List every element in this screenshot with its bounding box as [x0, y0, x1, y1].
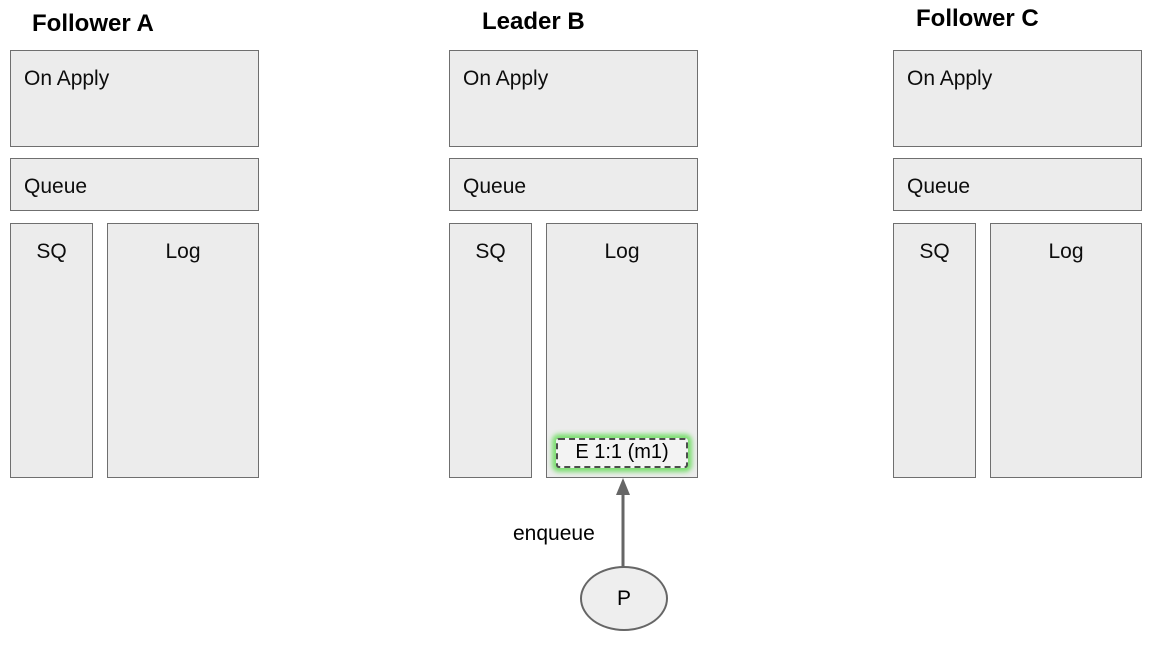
enqueue-arrow — [616, 478, 630, 568]
queue-label: Queue — [24, 175, 88, 198]
sq-label: SQ — [919, 240, 950, 263]
log-box: Log E 1:1 (m1) — [546, 223, 698, 478]
log-label: Log — [604, 240, 640, 263]
node-follower-c: Follower C On Apply Queue SQ Log — [893, 0, 1142, 480]
log-box: Log — [990, 223, 1142, 478]
queue-box: Queue — [893, 158, 1142, 211]
proposer-label: P — [616, 586, 631, 610]
queue-box: Queue — [10, 158, 259, 211]
arrowhead-icon — [616, 478, 630, 495]
queue-box: Queue — [449, 158, 698, 211]
on-apply-box: On Apply — [893, 50, 1142, 147]
node-title-follower-a: Follower A — [32, 10, 154, 37]
log-entry-highlighted: E 1:1 (m1) — [556, 438, 688, 468]
sq-label: SQ — [475, 240, 506, 263]
on-apply-label: On Apply — [463, 67, 549, 90]
node-title-leader-b: Leader B — [482, 8, 585, 35]
log-box: Log — [107, 223, 259, 478]
on-apply-label: On Apply — [907, 67, 993, 90]
on-apply-label: On Apply — [24, 67, 110, 90]
node-leader-b: Leader B On Apply Queue SQ Log E 1:1 (m1… — [449, 0, 698, 480]
log-label: Log — [165, 240, 201, 263]
on-apply-box: On Apply — [10, 50, 259, 147]
node-title-follower-c: Follower C — [916, 5, 1039, 32]
proposer-ellipse: P — [580, 566, 668, 631]
enqueue-edge-label: enqueue — [513, 522, 595, 545]
sq-label: SQ — [36, 240, 67, 263]
sq-box: SQ — [893, 223, 976, 478]
log-label: Log — [1048, 240, 1084, 263]
sq-box: SQ — [10, 223, 93, 478]
queue-label: Queue — [907, 175, 971, 198]
queue-label: Queue — [463, 175, 527, 198]
on-apply-box: On Apply — [449, 50, 698, 147]
node-follower-a: Follower A On Apply Queue SQ Log — [10, 0, 259, 480]
sq-box: SQ — [449, 223, 532, 478]
